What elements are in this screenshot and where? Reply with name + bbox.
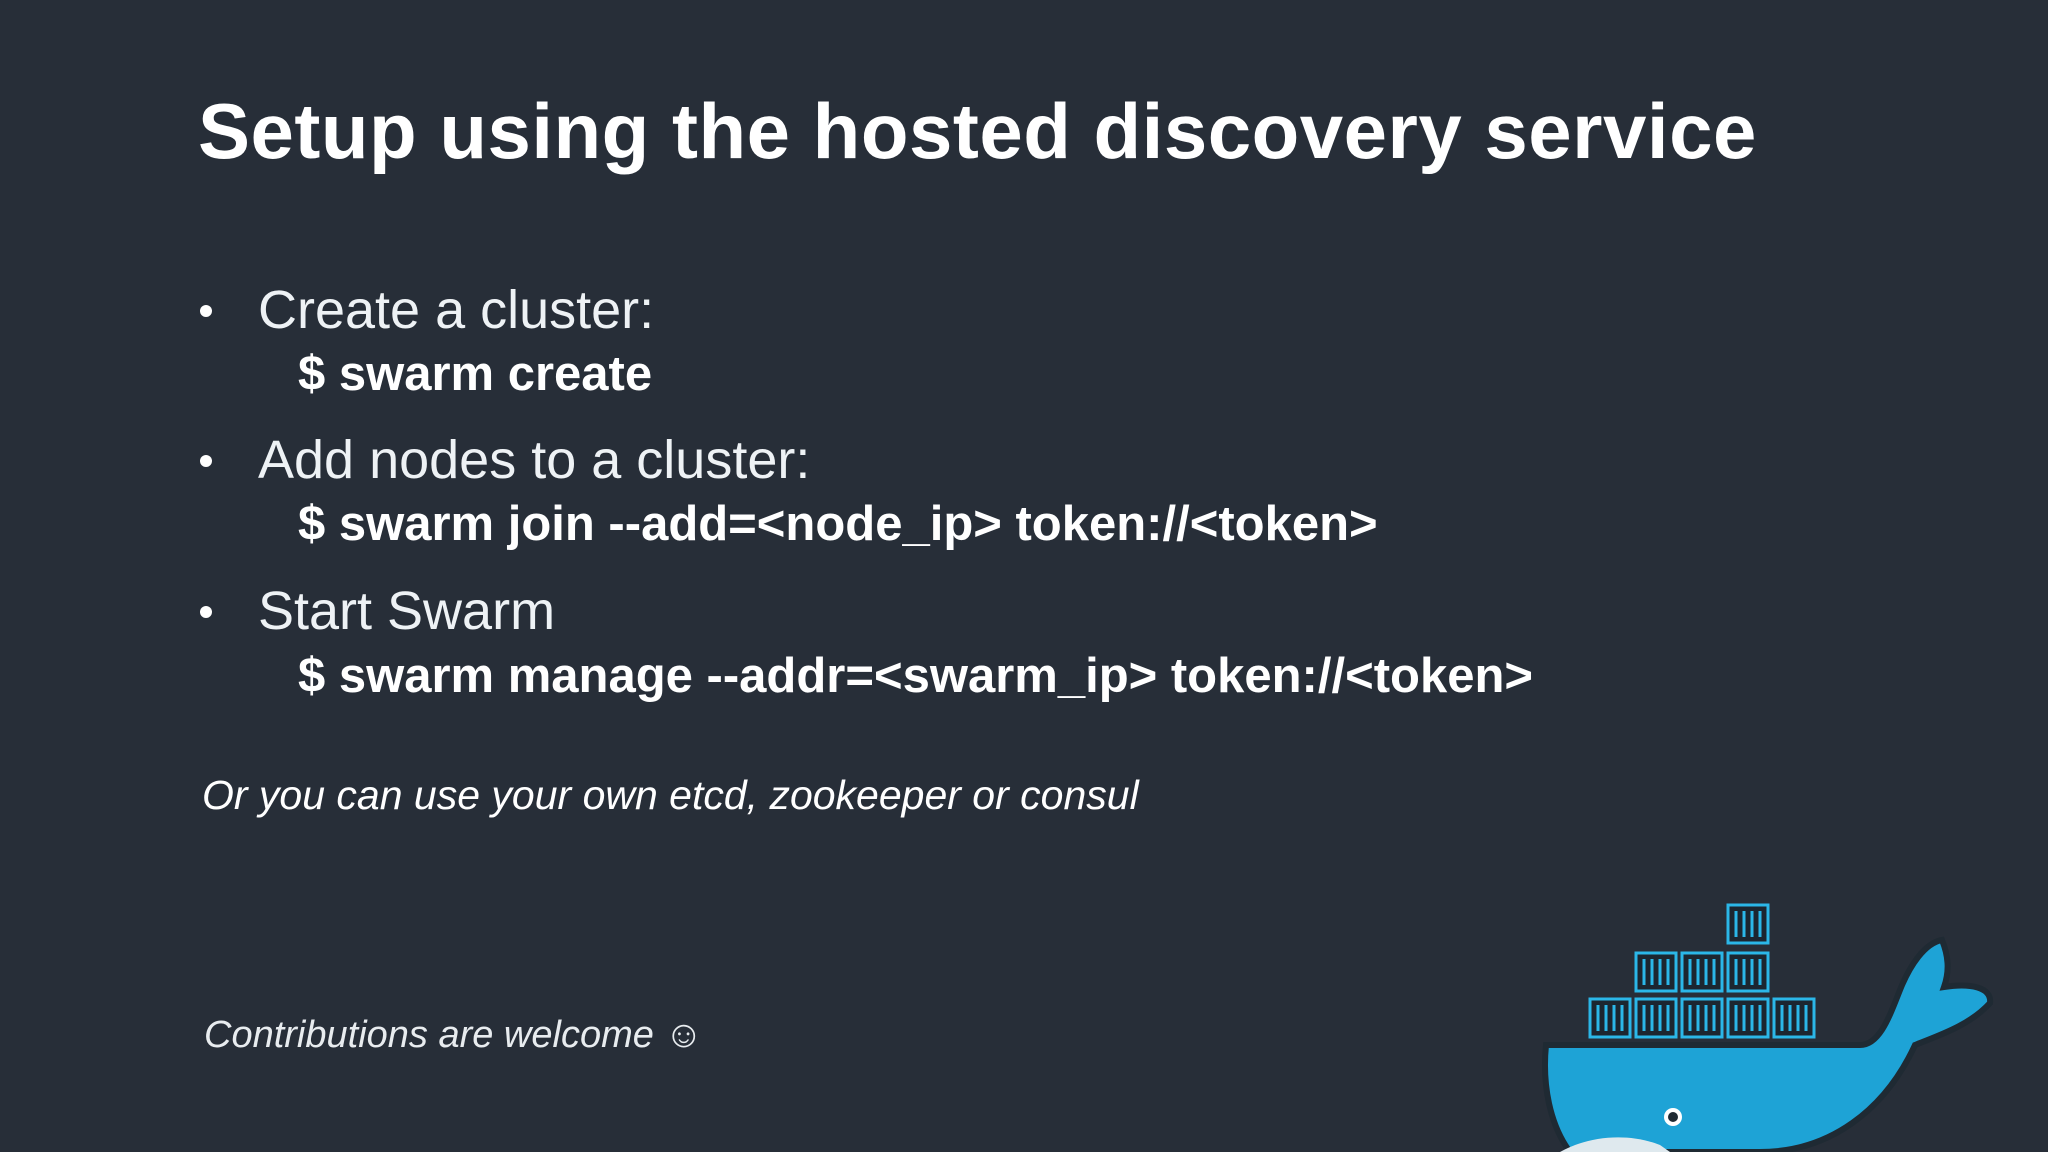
- slide-title: Setup using the hosted discovery service: [198, 87, 1757, 175]
- container-stack: [1588, 903, 1816, 1039]
- whale-belly: [1560, 1137, 1670, 1152]
- bullet-dot: [200, 305, 212, 317]
- docker-whale-icon: [1542, 903, 1994, 1152]
- bullet-dot: [200, 455, 212, 467]
- bullet-command: $ swarm manage --addr=<swarm_ip> token:/…: [298, 649, 1534, 703]
- bullet-label: Add nodes to a cluster:: [258, 430, 811, 490]
- bullet-dot: [200, 606, 212, 618]
- bullet-command: $ swarm join --add=<node_ip> token://<to…: [298, 497, 1378, 551]
- bullet-label: Start Swarm: [258, 581, 556, 641]
- bullet-label: Create a cluster:: [258, 280, 655, 340]
- bullet-command: $ swarm create: [298, 347, 653, 401]
- footer-note: Contributions are welcome ☺: [204, 1014, 704, 1056]
- alternative-note: Or you can use your own etcd, zookeeper …: [202, 772, 1139, 818]
